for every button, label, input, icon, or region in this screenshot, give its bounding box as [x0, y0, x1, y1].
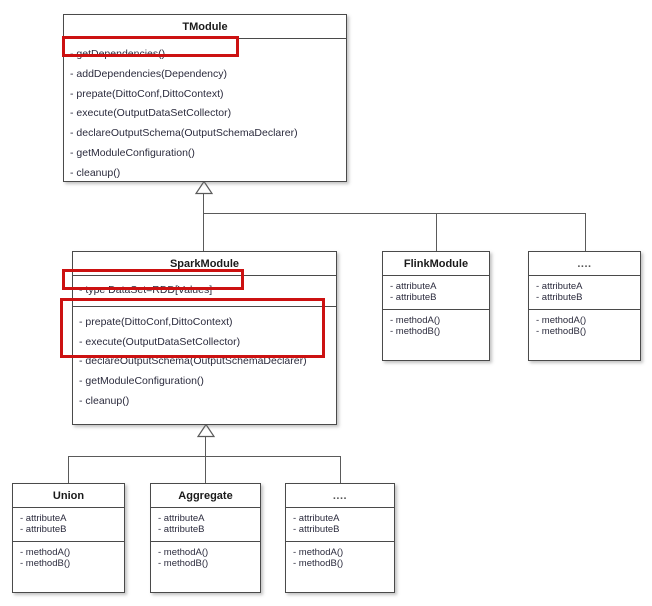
class-attributes-aggregate: - attributeA - attributeB	[151, 507, 260, 541]
class-method: - methodA()	[536, 314, 587, 326]
class-title-aggregate: Aggregate	[178, 489, 233, 502]
class-attribute: - type DataSet=RDD[Values]	[79, 284, 213, 296]
class-title-flinkmodule: FlinkModule	[403, 257, 469, 270]
class-methods-flinkmodule: - methodA() - methodB()	[383, 309, 489, 343]
class-method: - methodA()	[158, 546, 209, 558]
generalization-drop-sparkmodule	[203, 213, 204, 252]
class-attribute: - attributeB	[390, 292, 437, 304]
class-methods-aggregate: - methodA() - methodB()	[151, 541, 260, 575]
class-box-othersub[interactable]: .... - attributeA - attributeB - methodA…	[285, 483, 395, 593]
class-attributes-sparkmodule: - type DataSet=RDD[Values]	[73, 275, 336, 306]
class-member: - execute(OutputDataSetCollector)	[70, 107, 232, 120]
class-title-othersub: ....	[332, 489, 348, 502]
class-box-othermodule[interactable]: .... - attributeA - attributeB - methodA…	[528, 251, 641, 361]
class-attribute: - attributeA	[293, 512, 340, 524]
class-member: - prepate(DittoConf,DittoContext)	[70, 87, 224, 100]
class-methods-union: - methodA() - methodB()	[13, 541, 124, 575]
class-methods-othersub: - methodA() - methodB()	[286, 541, 394, 575]
generalization-stem-tmodule	[203, 193, 204, 214]
class-title-othermodule: ....	[577, 257, 592, 270]
class-attributes-othermodule: - attributeA - attributeB	[529, 275, 640, 309]
class-attributes-flinkmodule: - attributeA - attributeB	[383, 275, 489, 309]
class-method: - methodB()	[390, 326, 441, 338]
class-box-tmodule[interactable]: TModule - getDependencies() - addDepende…	[63, 14, 347, 182]
class-method: - execute(OutputDataSetCollector)	[79, 335, 241, 348]
class-attribute: - attributeA	[536, 280, 583, 292]
class-method: - cleanup()	[79, 394, 130, 407]
class-attribute: - attributeA	[20, 512, 67, 524]
class-member: - getDependencies()	[70, 48, 166, 60]
class-attribute: - attributeB	[20, 524, 67, 536]
inheritance-triangle-tmodule	[194, 180, 214, 195]
class-member: - declareOutputSchema(OutputSchemaDeclar…	[70, 127, 298, 139]
generalization-stem-sparkmodule	[205, 437, 206, 483]
class-method: - declareOutputSchema(OutputSchemaDeclar…	[79, 355, 307, 368]
class-attribute: - attributeA	[390, 280, 437, 292]
class-method: - methodA()	[293, 546, 344, 558]
class-attributes-union: - attributeA - attributeB	[13, 507, 124, 541]
class-box-flinkmodule[interactable]: FlinkModule - attributeA - attributeB - …	[382, 251, 490, 361]
class-member: - cleanup()	[70, 166, 121, 179]
class-method: - methodB()	[536, 326, 587, 338]
class-methods-sparkmodule: - prepate(DittoConf,DittoContext) - exec…	[73, 305, 336, 416]
generalization-branch-bar-bottom	[68, 456, 341, 457]
generalization-drop-othersub	[340, 456, 341, 483]
class-box-union[interactable]: Union - attributeA - attributeB - method…	[12, 483, 125, 593]
class-attribute: - attributeB	[158, 524, 205, 536]
class-members-tmodule: - getDependencies() - addDependencies(De…	[64, 38, 346, 187]
generalization-drop-othermodule	[585, 213, 586, 252]
class-attribute: - attributeB	[293, 524, 340, 536]
generalization-drop-flinkmodule	[436, 213, 437, 252]
class-title-tmodule: TModule	[182, 20, 228, 33]
generalization-drop-union	[68, 456, 69, 483]
class-methods-othermodule: - methodA() - methodB()	[529, 309, 640, 343]
generalization-branch-bar-top	[203, 213, 586, 214]
class-method: - methodB()	[158, 558, 209, 570]
inheritance-triangle-sparkmodule	[196, 423, 216, 438]
class-box-aggregate[interactable]: Aggregate - attributeA - attributeB - me…	[150, 483, 261, 593]
class-method: - methodA()	[20, 546, 71, 558]
class-title-sparkmodule: SparkModule	[169, 257, 240, 270]
class-method: - getModuleConfiguration()	[79, 375, 204, 387]
class-method: - methodB()	[20, 558, 71, 570]
class-attributes-othersub: - attributeA - attributeB	[286, 507, 394, 541]
class-method: - prepate(DittoConf,DittoContext)	[79, 315, 233, 328]
class-member: - addDependencies(Dependency)	[70, 67, 228, 80]
class-member: - getModuleConfiguration()	[70, 146, 195, 159]
class-box-sparkmodule[interactable]: SparkModule - type DataSet=RDD[Values] -…	[72, 251, 337, 425]
class-attribute: - attributeB	[536, 292, 583, 304]
class-attribute: - attributeA	[158, 512, 205, 524]
class-method: - methodB()	[293, 558, 344, 570]
class-title-union: Union	[52, 489, 85, 502]
class-method: - methodA()	[390, 314, 441, 326]
